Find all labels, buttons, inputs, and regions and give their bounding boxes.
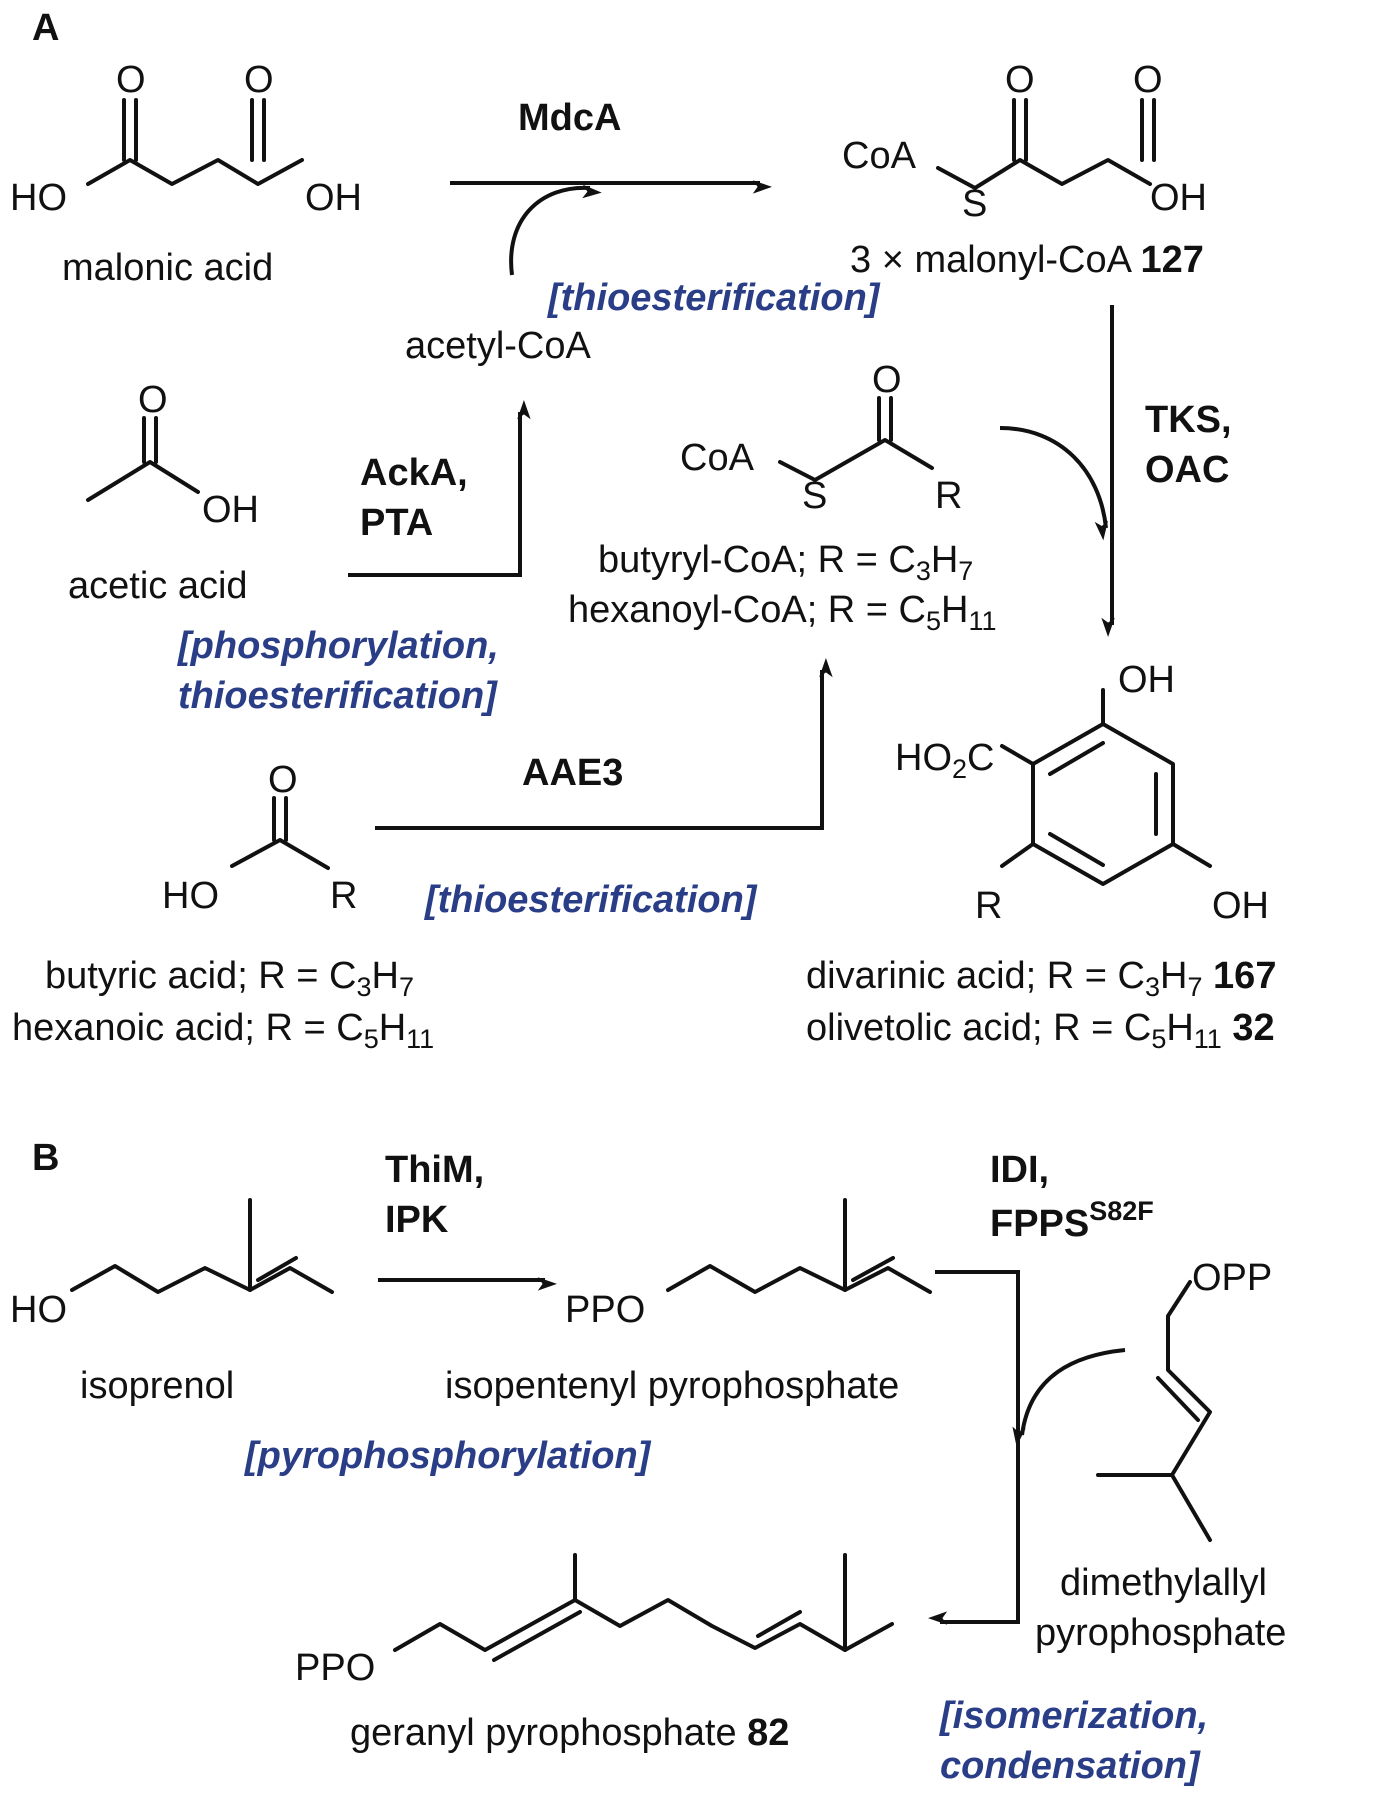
malonic-acid-label: malonic acid xyxy=(62,247,273,289)
idi-fpps-arrow xyxy=(927,1270,1020,1625)
acetyl-coa-input-arrow xyxy=(509,184,602,276)
gpp-structure: PPO xyxy=(295,1553,894,1689)
isoprenol-structure: HO xyxy=(10,1198,334,1331)
butyryl-coa-label: butyryl-CoA; R = C3H7 xyxy=(598,539,973,586)
atom-o: O xyxy=(1005,59,1035,101)
hexanoyl-coa-label: hexanoyl-CoA; R = C5H11 xyxy=(568,589,997,636)
isoprenol-label: isoprenol xyxy=(80,1365,234,1407)
enzyme-aae3: AAE3 xyxy=(522,752,623,794)
alkanoic-acid-structure: O HO R xyxy=(162,759,357,917)
atom-coa: CoA xyxy=(842,135,917,177)
atom-oh: OH xyxy=(1150,177,1207,219)
acetic-acid-label: acetic acid xyxy=(68,565,248,607)
enzyme-idi: IDI, xyxy=(990,1149,1049,1191)
aae3-arrow xyxy=(375,657,833,830)
dmapp-structure: OPP xyxy=(1096,1257,1272,1542)
panel-label-a: A xyxy=(32,7,59,49)
dmapp-label-line2: pyrophosphate xyxy=(1035,1612,1286,1654)
atom-oh: OH xyxy=(202,489,259,531)
atom-r: R xyxy=(935,475,962,517)
atom-r: R xyxy=(975,885,1002,927)
malonyl-coa-structure: O O CoA S OH xyxy=(842,59,1207,225)
enzyme-thim: ThiM, xyxy=(385,1149,484,1191)
gpp-label: geranyl pyrophosphate 82 xyxy=(350,1712,789,1754)
atom-s: S xyxy=(802,475,827,517)
atom-s: S xyxy=(962,183,987,225)
enzyme-oac: OAC xyxy=(1145,449,1229,491)
acyl-coa-structure: O CoA S R xyxy=(680,359,962,517)
enzyme-tks: TKS, xyxy=(1145,399,1232,441)
atom-o: O xyxy=(872,359,902,401)
atom-o: O xyxy=(244,59,274,101)
acetyl-coa-label: acetyl-CoA xyxy=(405,325,591,367)
butyric-acid-label: butyric acid; R = C3H7 xyxy=(45,955,414,1002)
divarinic-acid-label: divarinic acid; R = C3H7 167 xyxy=(806,955,1276,1002)
hexanoic-acid-label: hexanoic acid; R = C5H11 xyxy=(12,1007,434,1054)
enzyme-ipk: IPK xyxy=(385,1199,449,1241)
acka-pta-arrow xyxy=(348,399,531,577)
atom-ho2c: HO2C xyxy=(895,737,994,784)
ipp-label: isopentenyl pyrophosphate xyxy=(445,1365,899,1407)
ipp-structure: PPO xyxy=(565,1198,932,1331)
enzyme-mdca: MdcA xyxy=(518,97,621,139)
malonyl-coa-label: 3 × malonyl-CoA 127 xyxy=(850,239,1204,281)
acyl-coa-input-arrow xyxy=(999,426,1109,541)
atom-oh: OH xyxy=(1118,659,1175,701)
olivetolic-acid-label: olivetolic acid; R = C5H11 32 xyxy=(806,1007,1275,1054)
process-thioesterification-3: [thioesterification] xyxy=(424,879,758,921)
dmapp-input-arrow xyxy=(1012,1348,1126,1447)
panel-label-b: B xyxy=(32,1137,59,1179)
atom-ppo: PPO xyxy=(295,1647,375,1689)
acetic-acid-structure: O OH xyxy=(86,379,259,531)
process-pyrophosphorylation: [pyrophosphorylation] xyxy=(244,1435,652,1477)
atom-ho: HO xyxy=(10,177,67,219)
enzyme-fpps: FPPSS82F xyxy=(990,1196,1154,1245)
atom-r: R xyxy=(330,875,357,917)
process-isomerization: [isomerization, xyxy=(939,1695,1208,1737)
dmapp-label-line1: dimethylallyl xyxy=(1060,1562,1267,1604)
atom-opp: OPP xyxy=(1192,1257,1272,1299)
malonic-acid-structure: O O HO OH xyxy=(10,59,362,219)
atom-o: O xyxy=(1133,59,1163,101)
enzyme-acka: AckA, xyxy=(360,452,468,494)
atom-oh: OH xyxy=(305,177,362,219)
atom-oh: OH xyxy=(1212,885,1269,927)
atom-o: O xyxy=(138,379,168,421)
atom-ho: HO xyxy=(10,1289,67,1331)
process-thioesterification-2: thioesterification] xyxy=(178,675,498,717)
atom-ho: HO xyxy=(162,875,219,917)
atom-coa: CoA xyxy=(680,437,755,479)
atom-o: O xyxy=(116,59,146,101)
atom-ppo: PPO xyxy=(565,1289,645,1331)
enzyme-pta: PTA xyxy=(360,502,433,544)
atom-o: O xyxy=(268,759,298,801)
process-condensation: condensation] xyxy=(940,1745,1201,1787)
process-thioesterification-1: [thioesterification] xyxy=(547,277,881,319)
process-phosphorylation: [phosphorylation, xyxy=(177,625,499,667)
resorcylic-acid-structure: OH HO2C OH R xyxy=(895,659,1269,927)
